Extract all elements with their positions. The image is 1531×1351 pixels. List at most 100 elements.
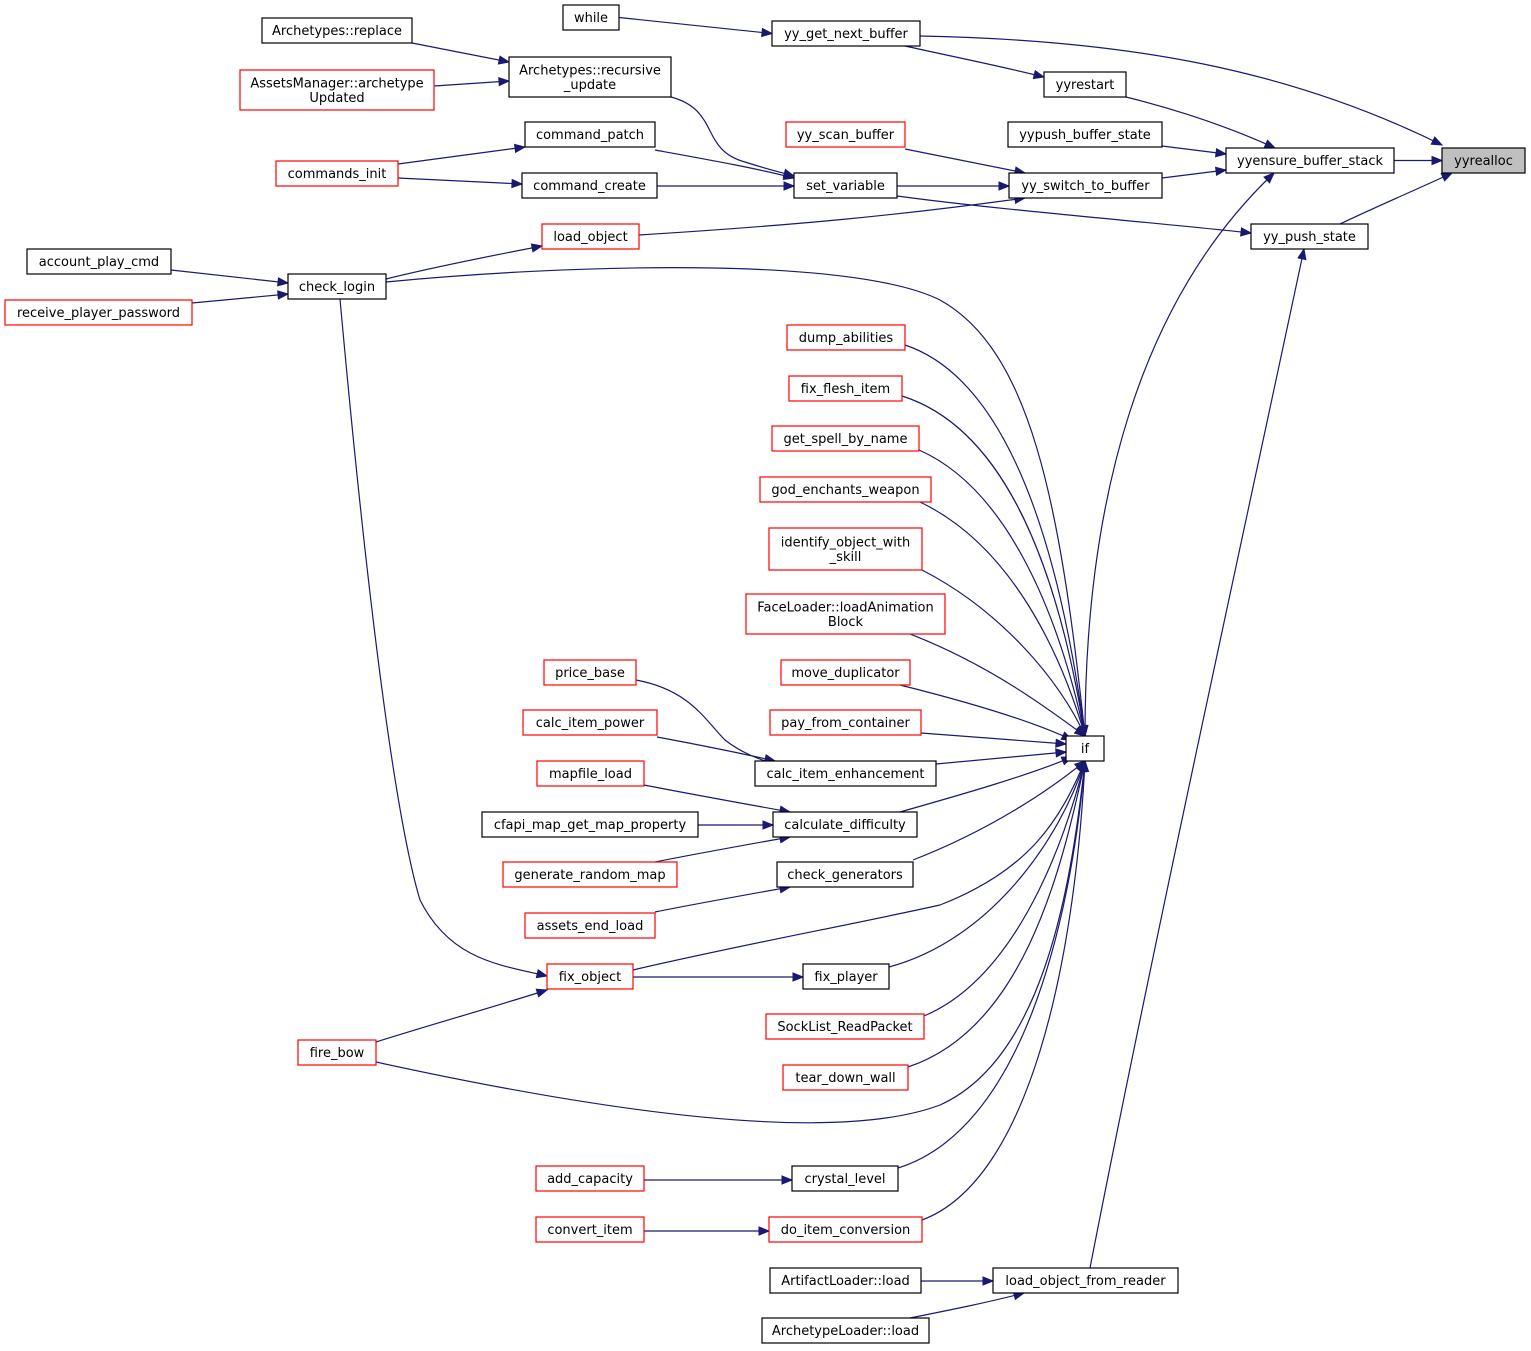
node-box[interactable] (765, 1013, 925, 1040)
node-fire_bow[interactable]: fire_bow (297, 1039, 377, 1066)
node-move_duplicator[interactable]: move_duplicator (780, 659, 911, 686)
node-box[interactable] (745, 593, 946, 635)
node-box[interactable] (297, 1039, 377, 1066)
node-box[interactable] (524, 912, 656, 939)
node-box[interactable] (535, 1216, 645, 1243)
node-box[interactable] (761, 1317, 930, 1344)
node-add_capacity[interactable]: add_capacity (535, 1165, 645, 1192)
node-box[interactable] (785, 121, 906, 148)
node-calculate_difficulty[interactable]: calculate_difficulty (772, 811, 918, 838)
node-yyrealloc[interactable]: yyrealloc (1441, 147, 1526, 174)
node-box[interactable] (793, 172, 898, 199)
node-box[interactable] (1008, 172, 1163, 199)
node-get_spell_by_name[interactable]: get_spell_by_name (771, 425, 920, 452)
node-if[interactable]: if (1065, 735, 1105, 762)
node-check_login[interactable]: check_login (287, 273, 387, 300)
node-box[interactable] (261, 17, 413, 44)
node-box[interactable] (522, 709, 658, 736)
node-load_object[interactable]: load_object (541, 223, 640, 250)
node-box[interactable] (26, 248, 172, 275)
node-pay_from_container[interactable]: pay_from_container (769, 709, 922, 736)
node-yyrestart[interactable]: yyrestart (1043, 71, 1127, 98)
node-price_base[interactable]: price_base (543, 659, 637, 686)
node-box[interactable] (275, 160, 399, 187)
node-cfapi_map_get_map_property[interactable]: cfapi_map_get_map_property (481, 811, 699, 838)
node-box[interactable] (992, 1267, 1179, 1294)
node-box[interactable] (771, 20, 921, 47)
node-fix_object[interactable]: fix_object (546, 963, 634, 990)
node-box[interactable] (502, 861, 678, 888)
node-box[interactable] (754, 760, 937, 787)
node-calc_item_power[interactable]: calc_item_power (522, 709, 658, 736)
node-box[interactable] (782, 1064, 909, 1091)
node-box[interactable] (768, 1216, 923, 1243)
node-tear_down_wall[interactable]: tear_down_wall (782, 1064, 909, 1091)
node-convert_item[interactable]: convert_item (535, 1216, 645, 1243)
node-box[interactable] (508, 56, 672, 98)
node-Archetypes_recursive_update[interactable]: Archetypes::recursive_update (508, 56, 672, 98)
node-box[interactable] (791, 1165, 899, 1192)
node-ArchetypeLoader_load[interactable]: ArchetypeLoader::load (761, 1317, 930, 1344)
node-ArtifactLoader_load[interactable]: ArtifactLoader::load (769, 1267, 922, 1294)
node-box[interactable] (772, 811, 918, 838)
node-box[interactable] (536, 760, 645, 787)
node-box[interactable] (780, 659, 911, 686)
node-yyensure_buffer_stack[interactable]: yyensure_buffer_stack (1225, 147, 1395, 174)
node-box[interactable] (786, 324, 906, 351)
node-box[interactable] (759, 476, 932, 503)
node-box[interactable] (239, 69, 435, 111)
node-box[interactable] (1007, 121, 1163, 148)
node-dump_abilities[interactable]: dump_abilities (786, 324, 906, 351)
node-god_enchants_weapon[interactable]: god_enchants_weapon (759, 476, 932, 503)
node-box[interactable] (541, 223, 640, 250)
node-yy_scan_buffer[interactable]: yy_scan_buffer (785, 121, 906, 148)
node-fix_player[interactable]: fix_player (802, 963, 890, 990)
node-box[interactable] (776, 861, 914, 888)
node-fix_flesh_item[interactable]: fix_flesh_item (788, 375, 903, 402)
node-assets_end_load[interactable]: assets_end_load (524, 912, 656, 939)
node-box[interactable] (771, 425, 920, 452)
node-command_create[interactable]: command_create (521, 172, 658, 199)
node-Archetypes_replace[interactable]: Archetypes::replace (261, 17, 413, 44)
node-load_object_from_reader[interactable]: load_object_from_reader (992, 1267, 1179, 1294)
node-box[interactable] (4, 299, 193, 326)
node-check_generators[interactable]: check_generators (776, 861, 914, 888)
node-box[interactable] (562, 4, 620, 31)
node-box[interactable] (802, 963, 890, 990)
node-box[interactable] (535, 1165, 645, 1192)
node-SockList_ReadPacket[interactable]: SockList_ReadPacket (765, 1013, 925, 1040)
node-receive_player_password[interactable]: receive_player_password (4, 299, 193, 326)
node-box[interactable] (1250, 223, 1369, 250)
node-yy_switch_to_buffer[interactable]: yy_switch_to_buffer (1008, 172, 1163, 199)
node-generate_random_map[interactable]: generate_random_map (502, 861, 678, 888)
node-yy_push_state[interactable]: yy_push_state (1250, 223, 1369, 250)
node-identify_object_with_skill[interactable]: identify_object_with_skill (768, 527, 923, 571)
node-box[interactable] (1043, 71, 1127, 98)
node-calc_item_enhancement[interactable]: calc_item_enhancement (754, 760, 937, 787)
node-box[interactable] (521, 172, 658, 199)
node-box[interactable] (543, 659, 637, 686)
node-box[interactable] (524, 121, 656, 148)
node-do_item_conversion[interactable]: do_item_conversion (768, 1216, 923, 1243)
node-box[interactable] (481, 811, 699, 838)
node-mapfile_load[interactable]: mapfile_load (536, 760, 645, 787)
node-yy_get_next_buffer[interactable]: yy_get_next_buffer (771, 20, 921, 47)
node-box[interactable] (1441, 147, 1526, 174)
node-set_variable[interactable]: set_variable (793, 172, 898, 199)
node-box[interactable] (769, 709, 922, 736)
node-yypush_buffer_state[interactable]: yypush_buffer_state (1007, 121, 1163, 148)
node-box[interactable] (768, 527, 923, 571)
node-box[interactable] (1065, 735, 1105, 762)
node-box[interactable] (788, 375, 903, 402)
node-crystal_level[interactable]: crystal_level (791, 1165, 899, 1192)
node-account_play_cmd[interactable]: account_play_cmd (26, 248, 172, 275)
node-while[interactable]: while (562, 4, 620, 31)
node-command_patch[interactable]: command_patch (524, 121, 656, 148)
node-commands_init[interactable]: commands_init (275, 160, 399, 187)
node-box[interactable] (546, 963, 634, 990)
node-box[interactable] (287, 273, 387, 300)
node-box[interactable] (1225, 147, 1395, 174)
node-box[interactable] (769, 1267, 922, 1294)
